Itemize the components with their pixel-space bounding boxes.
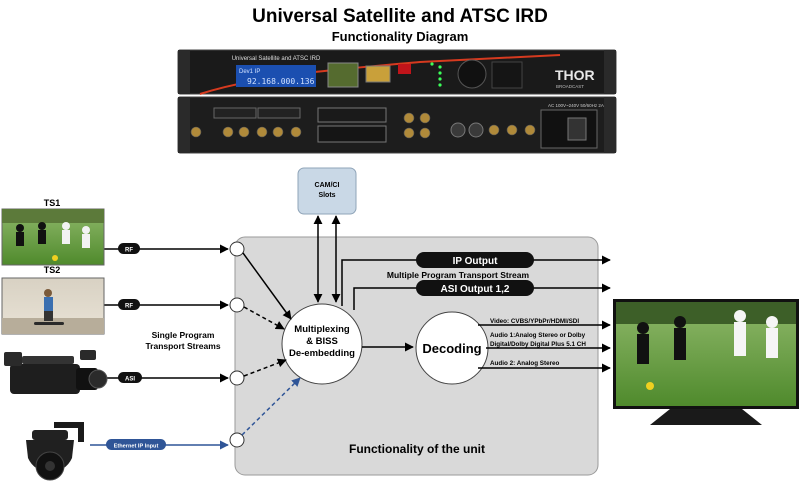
cam-ci-slots-label: Slots [318,192,335,199]
ts1-label: TS1 [44,198,61,208]
cam-ci-label: CAM/CI [315,182,340,189]
audio1-label-2: Digital/Dolby Digital Plus 5.1 CH [490,341,586,348]
rf2-pill [118,299,140,310]
mux-label-1: Multiplexing [294,324,350,335]
nav-keypad [457,59,487,89]
audio2-label: Audio 2: Analog Stereo [490,360,560,367]
ptz-camera-icon [26,422,84,481]
device-front-title: Universal Satellite and ATSC IRD [232,56,321,62]
asi-output-pill [416,280,534,296]
video-output-label: Video: CVBS/YPbPr/HDMI/SDI [490,318,579,325]
input-node-3 [229,370,245,386]
input-node-4 [229,432,245,448]
ethernet-port-icon [365,65,391,83]
asi-pill [118,372,142,383]
multiplexing-node [281,303,363,385]
ip-lcd-display [236,65,316,87]
input-node-2 [229,297,245,313]
decoding-label: Decoding [422,341,481,356]
mux-label-2: & BISS [306,336,338,347]
ethernet-pill-label: Ethernet IP Input [114,444,159,450]
audio1-label-1: Audio 1:Analog Stereo or Dolby [490,332,586,339]
brand-sub: BROADCAST [556,84,584,89]
power-switch [398,64,411,74]
diagram-subtitle: Functionality Diagram [332,29,469,44]
ts2-label: TS2 [44,265,61,275]
diagram-title: Universal Satellite and ATSC IRD [252,6,548,27]
ip-lcd-label: Dev1 IP [239,69,260,75]
mux-label-3: De-embedding [289,348,355,359]
asi-pill-label: ASI [125,377,135,383]
rf1-label: RF [125,248,133,254]
device-front-panel: Universal Satellite and ATSC IRD Dev1 IP… [177,49,617,95]
ts2-photo [1,277,105,335]
input-arrow-3 [243,358,287,377]
input-arrow-1 [242,252,292,320]
asi-output-label: ASI Output 1,2 [441,284,510,295]
device-rear-panel: AC 100V~240V 50/60Hz 2A [177,96,617,154]
ci-card-slot [327,62,359,88]
mpts-label: Multiple Program Transport Stream [387,270,530,280]
front-leds [430,62,442,87]
unit-footer-label: Functionality of the unit [349,442,485,456]
ip-output-pill [416,252,534,268]
front-keys [491,61,523,89]
camcorder-icon [4,350,108,394]
spts-label-1: Single Program [152,330,215,340]
ethernet-pill [106,439,166,450]
brand-logo: THOR [555,67,595,83]
ts1-photo [1,208,105,266]
ip-lcd-value: 92.168.000.136 [247,77,315,86]
rf2-label: RF [125,304,133,310]
cam-ci-box [297,167,357,215]
power-label: AC 100V~240V 50/60Hz 2A [548,103,604,108]
input-node-1 [229,241,245,257]
input-arrow-2 [243,306,285,330]
spts-label-2: Transport Streams [145,341,220,351]
ip-output-label: IP Output [453,256,498,267]
rf1-pill [118,243,140,254]
tv-display [613,299,799,425]
